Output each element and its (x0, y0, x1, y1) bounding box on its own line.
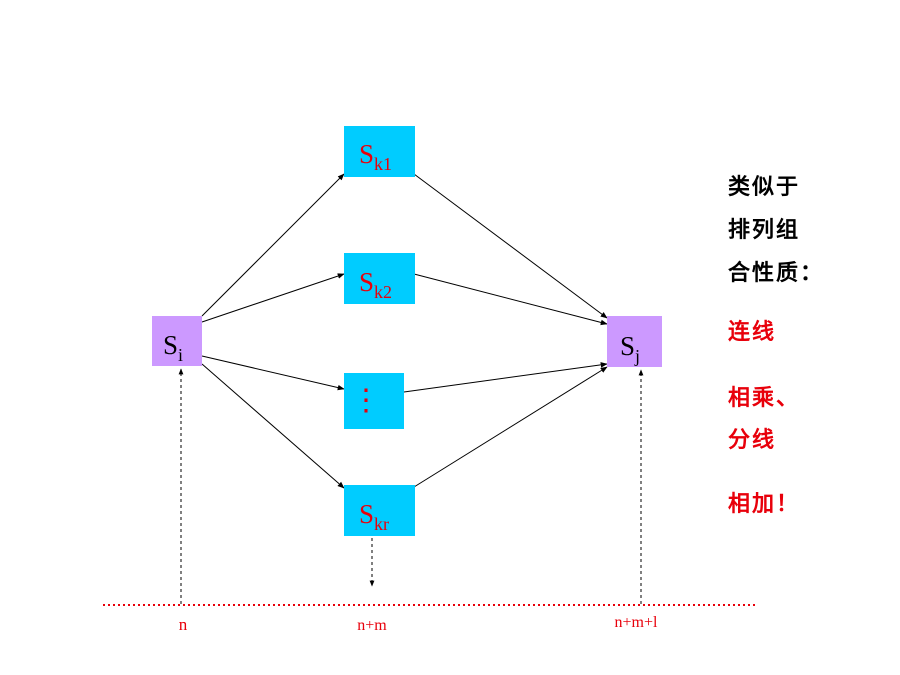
svg-text:Skr: Skr (359, 499, 389, 534)
note-line-4: 连线 (728, 320, 777, 345)
node-skr: Skr (344, 485, 415, 536)
node-dots-label: ⋮ (351, 384, 381, 417)
node-dots: ⋮ (344, 373, 404, 429)
node-sk1-sub: k1 (374, 154, 392, 174)
node-skr-sub: kr (374, 514, 389, 534)
note-line-7: 相加！ (728, 492, 801, 517)
note-line-2: 排列组 (728, 218, 801, 243)
node-skr-box (344, 485, 415, 536)
edge-sk2-sj (413, 273, 608, 326)
edge-skr-sj (413, 366, 608, 488)
node-sk2-sub: k2 (374, 282, 392, 302)
node-sk1: Sk1 (344, 126, 415, 177)
axis-label-n-m: n+m (357, 617, 387, 634)
node-si-sub: i (178, 345, 183, 365)
node-sk1-box (344, 126, 415, 177)
svg-text:Sk1: Sk1 (359, 139, 392, 174)
node-sj-box (607, 316, 662, 367)
edge-si-sk2 (201, 273, 345, 323)
edge-dots-sj (403, 362, 608, 393)
axis-label-n-m-l: n+m+l (615, 614, 658, 631)
note-line-6: 分线 (728, 428, 777, 453)
node-si-base: S (163, 330, 178, 360)
node-sk2-base: S (359, 267, 374, 297)
edge-sk1-sj (413, 173, 608, 319)
node-si-box (152, 316, 202, 366)
node-skr-base: S (359, 499, 374, 529)
node-sj: Sj (607, 316, 662, 367)
note-line-1: 类似于 (728, 175, 801, 200)
node-sk2-box (344, 253, 415, 304)
node-sk1-base: S (359, 139, 374, 169)
note-line-3: 合性质： (728, 261, 825, 286)
svg-text:Sk2: Sk2 (359, 267, 392, 302)
node-dots-box (344, 373, 404, 429)
edge-si-sk1 (201, 173, 345, 317)
note-line-5: 相乘、 (728, 386, 801, 411)
svg-text:Sj: Sj (620, 331, 640, 366)
axis-label-n: n (179, 615, 188, 634)
node-sk2: Sk2 (344, 253, 415, 304)
edge-si-dots (201, 355, 345, 391)
svg-text:Si: Si (163, 330, 183, 365)
node-si: Si (152, 316, 202, 366)
node-sj-sub: j (634, 346, 640, 366)
node-sj-base: S (620, 331, 635, 361)
edge-si-skr (201, 363, 345, 489)
